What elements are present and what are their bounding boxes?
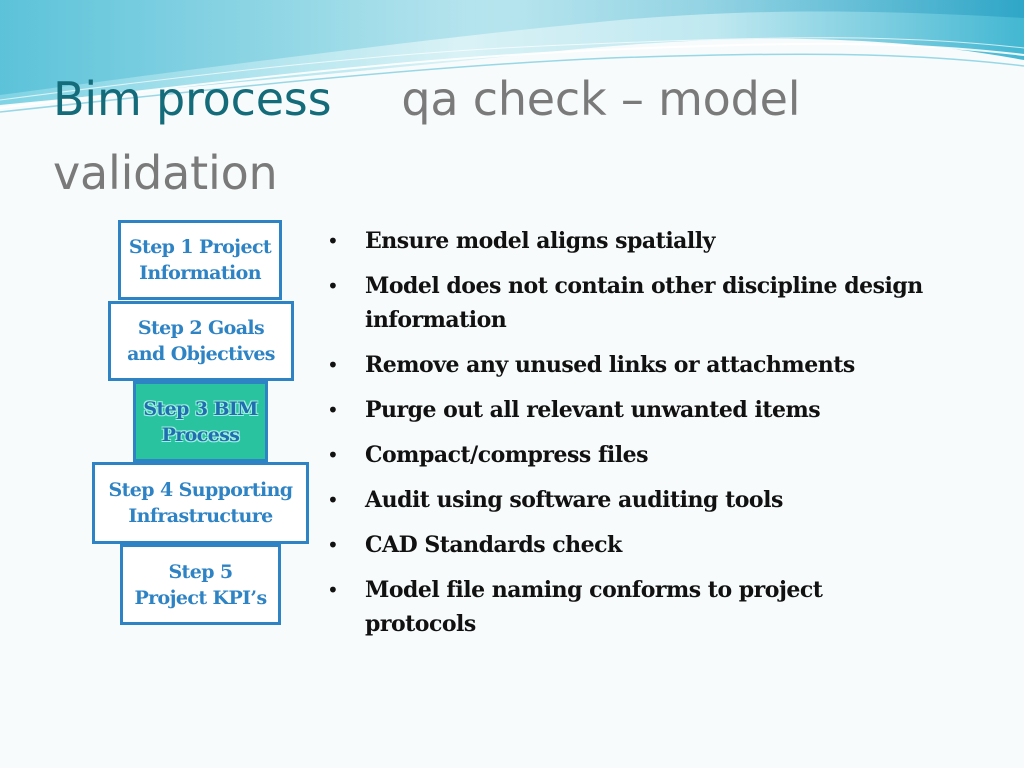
bullet-icon: • [327,229,339,253]
checklist-item: • Remove any unused links or attachments [325,348,925,382]
step-3-box-active: Step 3 BIM Process [133,381,268,462]
checklist-text: Audit using software auditing tools [365,487,783,513]
checklist-text: Ensure model aligns spatially [365,228,715,254]
bullet-icon: • [327,578,339,602]
step-2-box: Step 2 Goals and Objectives [108,301,294,381]
step-5-box: Step 5 Project KPI’s [120,544,281,625]
checklist-item: • Model does not contain other discipline… [325,269,925,337]
checklist-item: • Purge out all relevant unwanted items [325,393,925,427]
checklist-text: Compact/compress files [365,442,649,468]
step-1-box: Step 1 Project Information [118,220,282,300]
checklist-text: Model file naming conforms to project pr… [365,577,823,637]
checklist-item: • CAD Standards check [325,528,925,562]
checklist-item: • Compact/compress files [325,438,925,472]
bullet-icon: • [327,398,339,422]
checklist-text: Remove any unused links or attachments [365,352,855,378]
checklist: • Ensure model aligns spatially • Model do… [325,224,925,652]
checklist-item: • Model file naming conforms to project p… [325,573,925,641]
bullet-icon: • [327,274,339,298]
checklist-item: • Ensure model aligns spatially [325,224,925,258]
checklist-text: Purge out all relevant unwanted items [365,397,821,423]
bullet-icon: • [327,353,339,377]
bullet-icon: • [327,533,339,557]
bullet-icon: • [327,443,339,467]
bullet-icon: • [327,488,339,512]
checklist-item: • Audit using software auditing tools [325,483,925,517]
header-wave-decoration [0,0,1024,113]
title-main: Bim process [53,72,332,126]
checklist-text: Model does not contain other discipline … [365,273,923,333]
title-sub: qa check – model validation [53,72,801,200]
step-4-box: Step 4 Supporting Infrastructure [92,462,309,544]
checklist-text: CAD Standards check [365,532,622,558]
